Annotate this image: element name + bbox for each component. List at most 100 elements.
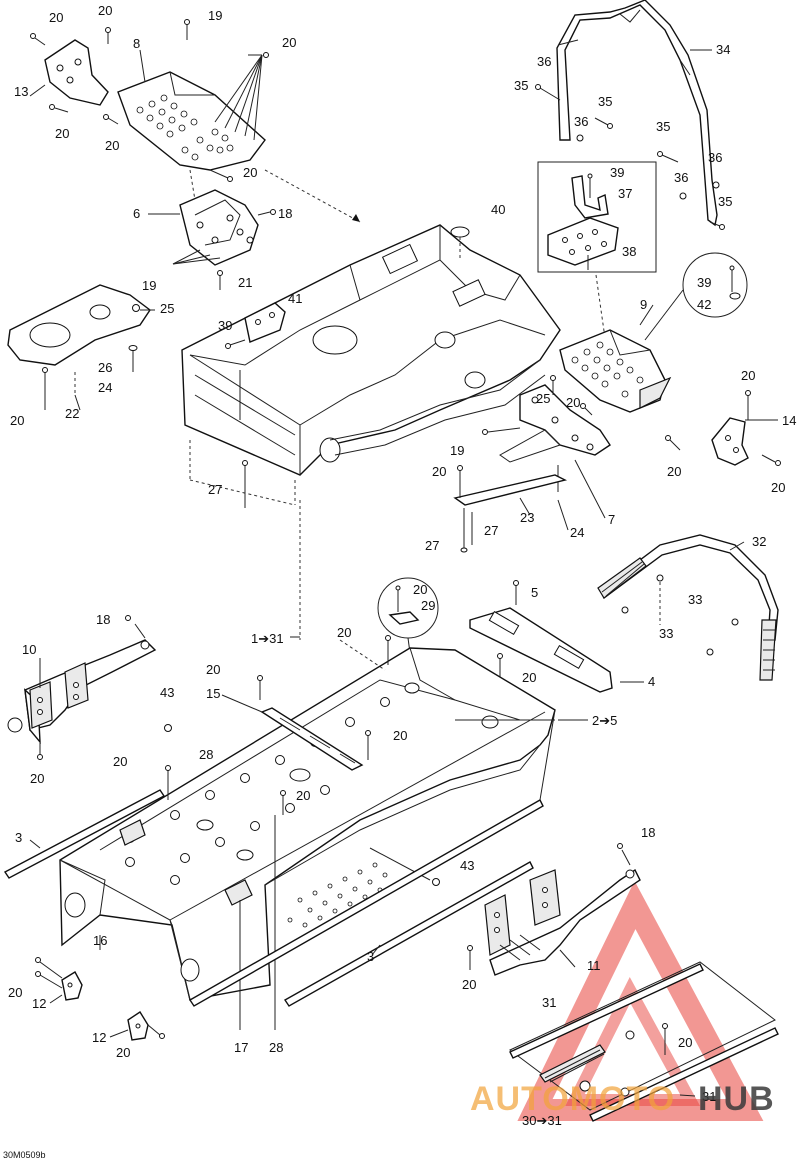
part-4-plate xyxy=(469,580,613,693)
callout-9: 9 xyxy=(640,297,647,312)
callout-23: 23 xyxy=(520,510,534,525)
callout-labels: 20 20 19 8 20 13 20 20 20 6 18 19 21 25 … xyxy=(8,3,796,1128)
callout-6: 6 xyxy=(133,206,140,221)
callout-30-to-31: 30➔31 xyxy=(522,1113,562,1128)
callout-20-m: 20 xyxy=(413,582,427,597)
callout-16: 16 xyxy=(93,933,107,948)
callout-28-b: 28 xyxy=(269,1040,283,1055)
callout-20-g: 20 xyxy=(10,413,24,428)
fasteners-top-left xyxy=(30,19,361,223)
watermark-text: AUTOMOTO HUB xyxy=(470,1080,775,1118)
callout-38: 38 xyxy=(622,244,636,259)
part-15-rail xyxy=(260,707,364,771)
part-9-footrest-plate xyxy=(559,329,672,413)
part-12-brackets xyxy=(35,957,165,1041)
callout-19-c: 19 xyxy=(450,443,464,458)
callout-39-b: 39 xyxy=(218,318,232,333)
callout-20-b: 20 xyxy=(98,3,112,18)
callout-2-to-5: 2➔5 xyxy=(592,713,617,728)
callout-20-o: 20 xyxy=(522,670,536,685)
callout-27-b: 27 xyxy=(425,538,439,553)
callout-3-b: 3 xyxy=(367,949,374,964)
callout-11: 11 xyxy=(587,958,601,973)
part-32-bumper xyxy=(597,534,779,681)
callout-18-b: 18 xyxy=(96,612,110,627)
leader-lines xyxy=(29,49,778,1097)
part-23-crossbar xyxy=(453,465,568,553)
callout-10: 10 xyxy=(22,642,36,657)
callout-14: 14 xyxy=(782,413,796,428)
callout-33-b: 33 xyxy=(659,626,673,641)
callout-17: 17 xyxy=(234,1040,248,1055)
callout-35-c: 35 xyxy=(656,119,670,134)
callout-24-a: 24 xyxy=(98,380,112,395)
callout-28-a: 28 xyxy=(199,747,213,762)
callout-8: 8 xyxy=(133,36,140,51)
callout-22: 22 xyxy=(65,406,79,421)
callout-36-d: 36 xyxy=(674,170,688,185)
part-11-footrest-bracket xyxy=(467,843,641,976)
callout-5: 5 xyxy=(531,585,538,600)
part-22-lower-cover xyxy=(7,284,151,410)
callout-20-l: 20 xyxy=(432,464,446,479)
callout-20-j: 20 xyxy=(667,464,681,479)
callout-35-b: 35 xyxy=(598,94,612,109)
callout-32: 32 xyxy=(752,534,766,549)
callout-42: 42 xyxy=(697,297,711,312)
callout-20-f: 20 xyxy=(243,165,257,180)
callout-20-p: 20 xyxy=(206,662,220,677)
callout-31-b: 31 xyxy=(702,1089,716,1104)
main-tunnel xyxy=(59,500,556,1030)
callout-41: 41 xyxy=(288,291,302,306)
callout-4: 4 xyxy=(648,674,655,689)
callout-20-s: 20 xyxy=(296,788,310,803)
callout-27-c: 27 xyxy=(484,523,498,538)
watermark-triangle-outer xyxy=(517,880,764,1121)
callout-35-d: 35 xyxy=(718,194,732,209)
callout-20-q: 20 xyxy=(393,728,407,743)
callout-43-b: 43 xyxy=(460,858,474,873)
callout-36-c: 36 xyxy=(708,150,722,165)
callout-20-v: 20 xyxy=(462,977,476,992)
callout-20-a: 20 xyxy=(49,10,63,25)
callout-25-a: 25 xyxy=(160,301,174,316)
watermark-brand-right: HUB xyxy=(698,1080,775,1118)
callout-20-w: 20 xyxy=(116,1045,130,1060)
callout-36-b: 36 xyxy=(574,114,588,129)
callout-33-a: 33 xyxy=(688,592,702,607)
part-40-grommet xyxy=(450,226,470,260)
callout-20-k: 20 xyxy=(771,480,785,495)
callout-12-a: 12 xyxy=(32,996,46,1011)
part-8-footrest-plate xyxy=(117,71,266,171)
callout-20-c: 20 xyxy=(282,35,296,50)
callout-3-a: 3 xyxy=(15,830,22,845)
callout-37: 37 xyxy=(618,186,632,201)
callout-19-b: 19 xyxy=(142,278,156,293)
callout-39-a: 39 xyxy=(610,165,624,180)
callout-18-a: 18 xyxy=(278,206,292,221)
part-41-bracket xyxy=(225,302,286,349)
callout-20-e: 20 xyxy=(105,138,119,153)
inset-detail-box xyxy=(537,161,657,339)
callout-34: 34 xyxy=(716,42,730,57)
main-upper-frame xyxy=(181,224,561,508)
callout-20-h: 20 xyxy=(566,395,580,410)
callout-27-a: 27 xyxy=(208,482,222,497)
part-14-bracket xyxy=(665,390,781,466)
part-10-footrest-bracket xyxy=(7,615,157,760)
callout-20-n: 20 xyxy=(337,625,351,640)
callout-7: 7 xyxy=(608,512,615,527)
callout-26: 26 xyxy=(98,360,112,375)
callout-29: 29 xyxy=(421,598,435,613)
inset-circle-39-42 xyxy=(644,252,748,341)
callout-25-b: 25 xyxy=(536,391,550,406)
callout-13: 13 xyxy=(14,84,28,99)
callout-39-c: 39 xyxy=(697,275,711,290)
part-6-bracket xyxy=(172,189,276,290)
part-7-bracket xyxy=(482,375,611,492)
part-3-rails xyxy=(3,789,544,1007)
callout-15: 15 xyxy=(206,686,220,701)
callout-21: 21 xyxy=(238,275,252,290)
part-34-handle-loop xyxy=(535,0,725,230)
